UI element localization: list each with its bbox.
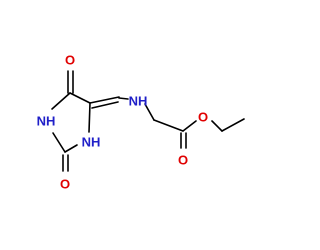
bond-c5-methylidene-2 — [91, 101, 119, 109]
bond-nh-ch2 — [144, 103, 155, 121]
bond-c4-c5 — [69, 92, 91, 104]
bond-oxygen-ethyl-ch2 — [211, 120, 223, 132]
bond-methylidene-nh — [118, 97, 129, 100]
atom-nh-ring-right: NH — [82, 135, 101, 150]
bond-n-right-c5 — [88, 102, 91, 133]
atom-nh-ring-left: NH — [37, 114, 56, 129]
molecule-diagram: O NH O NH NH O O — [37, 53, 245, 192]
bond-c2-n-right — [64, 144, 78, 153]
bond-c5-methylidene-1 — [89, 96, 120, 104]
bond-c4-n-left — [51, 92, 71, 110]
atom-oxygen-ring-bottom: O — [60, 177, 70, 192]
bond-ethyl-ch2-ch3 — [221, 118, 245, 132]
bond-n-left-c2 — [52, 132, 66, 153]
atom-oxygen-carbonyl: O — [178, 153, 188, 168]
bond-ester-carbon-oxygen — [182, 120, 197, 132]
bond-ch2-ester-carbon — [153, 119, 184, 132]
atom-nh-chain: NH — [129, 94, 148, 109]
structure-canvas: O NH O NH NH O O — [36, 52, 245, 192]
atom-oxygen-ester: O — [198, 110, 208, 125]
atom-oxygen-ring-top: O — [65, 53, 75, 68]
